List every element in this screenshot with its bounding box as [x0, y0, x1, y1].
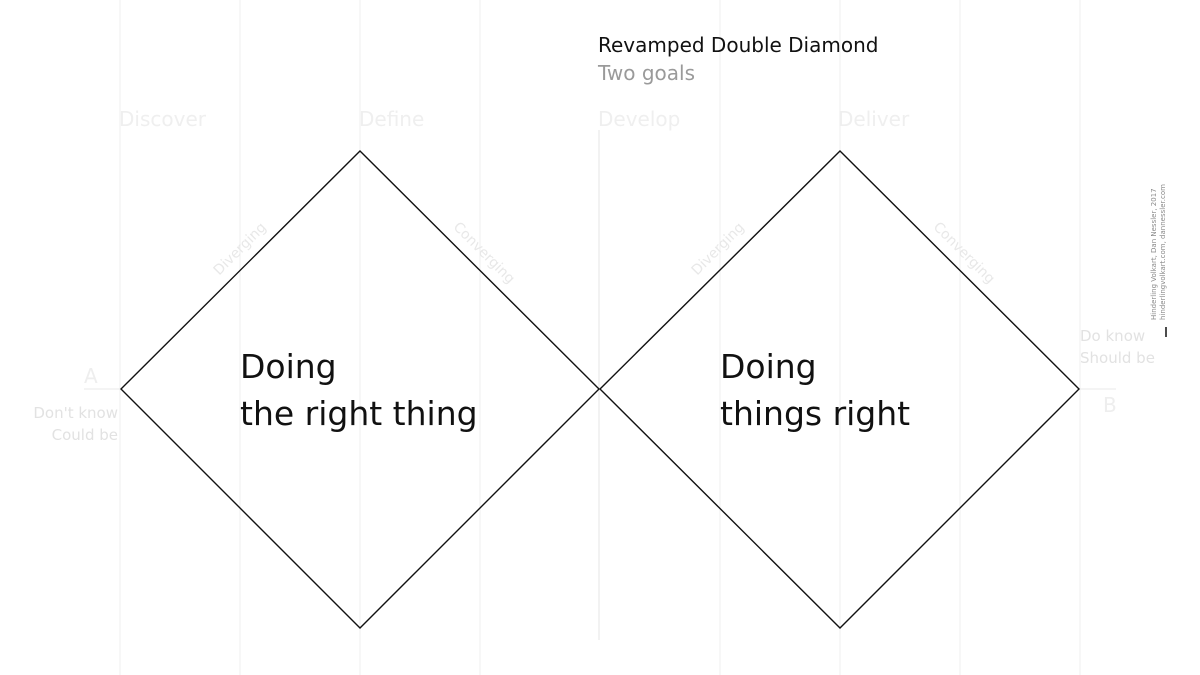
credit-line-2: hinderlingvolkart.com, dannessler.com	[1159, 184, 1167, 320]
start-state-line-1: Don't know	[33, 404, 118, 422]
diamond-left	[120, 150, 600, 629]
goal-line-1: Doing	[240, 347, 337, 386]
phase-label-develop: Develop	[598, 107, 681, 131]
goal-line-2: the right thing	[240, 394, 478, 433]
end-state-line-1: Do know	[1080, 327, 1146, 345]
end-state-line-2: Should be	[1080, 349, 1155, 367]
grid-lines	[119, 0, 1081, 675]
phase-label-deliver: Deliver	[838, 107, 910, 131]
credit-line-1: Hinderling Volkart, Dan Nessler, 2017	[1150, 188, 1158, 320]
end-state: Do know Should be	[1080, 325, 1155, 369]
diagram-title: Revamped Double Diamond	[598, 33, 879, 57]
goal-text-right: Doing things right	[720, 343, 910, 437]
start-state: Don't know Could be	[18, 402, 118, 446]
start-state-line-2: Could be	[51, 426, 118, 444]
goal-line-2: things right	[720, 394, 911, 433]
edge-label-converging-1: Converging	[450, 219, 518, 287]
edge-label-converging-2: Converging	[930, 219, 998, 287]
phase-label-define: Define	[359, 107, 425, 131]
start-point-letter: A	[84, 364, 98, 388]
credit-text: Hinderling Volkart, Dan Nessler, 2017 hi…	[1150, 184, 1168, 320]
phase-label-discover: Discover	[119, 107, 206, 131]
diamond-right	[599, 150, 1080, 629]
goal-line-1: Doing	[720, 347, 817, 386]
diagram-subtitle: Two goals	[598, 61, 696, 85]
edge-label-diverging-2: Diverging	[689, 220, 748, 279]
goal-text-left: Doing the right thing	[240, 343, 478, 437]
end-point-letter: B	[1103, 393, 1117, 417]
